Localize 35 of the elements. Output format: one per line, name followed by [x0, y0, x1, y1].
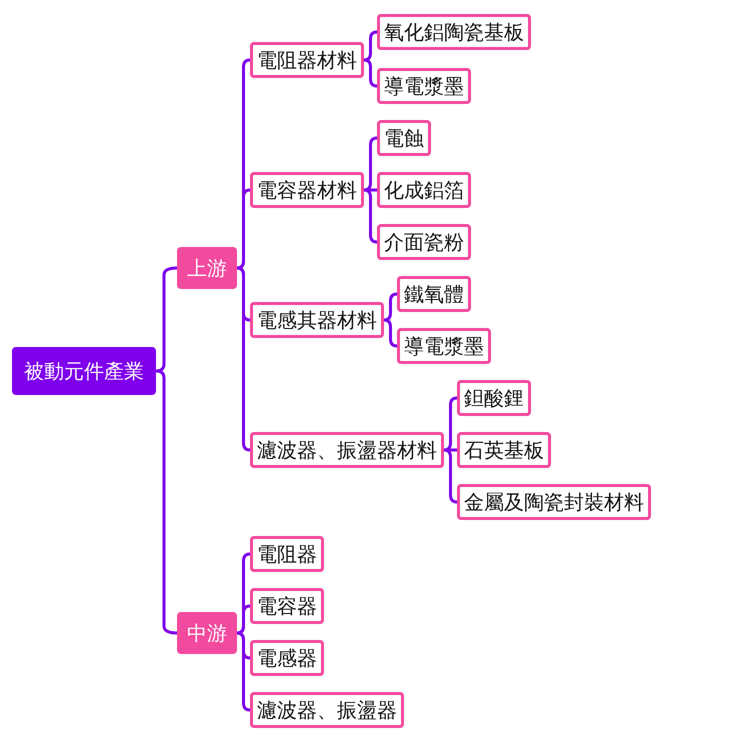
- subtopic-box: 化成鋁箔: [377, 172, 471, 208]
- bracket-connector: [236, 632, 250, 712]
- subtopic-box: 導電漿墨: [377, 68, 471, 104]
- subtopic-box: 濾波器、振盪器: [250, 692, 404, 728]
- bracket-connector: [444, 448, 458, 504]
- bracket-connector: [236, 188, 250, 270]
- bracket-connector: [156, 370, 178, 634]
- subtopic-box: 鐵氧體: [397, 276, 471, 312]
- bracket-connector: [384, 292, 398, 322]
- subtopic-box: 金屬及陶瓷封裝材料: [457, 484, 651, 520]
- branch-topic-box: 上游: [177, 247, 237, 289]
- bracket-connector: [364, 188, 378, 244]
- bracket-connector: [156, 266, 178, 372]
- subtopic-box: 電感器: [250, 640, 324, 676]
- bracket-connector: [364, 30, 378, 62]
- subtopic-box: 介面瓷粉: [377, 224, 471, 260]
- bracket-connector: [364, 136, 378, 192]
- subtopic-box: 鉭酸鋰: [457, 380, 531, 416]
- subtopic-box: 電容器材料: [250, 172, 364, 208]
- bracket-connector: [364, 58, 378, 88]
- subtopic-box: 電蝕: [377, 120, 431, 156]
- bracket-connector: [236, 604, 250, 634]
- root-topic-box: 被動元件產業: [12, 347, 156, 395]
- subtopic-box: 電感其器材料: [250, 302, 384, 338]
- subtopic-box: 電阻器材料: [250, 42, 364, 78]
- subtopic-box: 導電漿墨: [397, 328, 491, 364]
- bracket-connector: [384, 318, 398, 348]
- bracket-connector: [444, 396, 458, 452]
- subtopic-box: 電容器: [250, 588, 324, 624]
- subtopic-box: 濾波器、振盪器材料: [250, 432, 444, 468]
- subtopic-box: 氧化鋁陶瓷基板: [377, 14, 531, 50]
- bracket-connector: [236, 266, 250, 452]
- subtopic-box: 石英基板: [457, 432, 551, 468]
- subtopic-box: 電阻器: [250, 536, 324, 572]
- branch-topic-box: 中游: [177, 612, 237, 654]
